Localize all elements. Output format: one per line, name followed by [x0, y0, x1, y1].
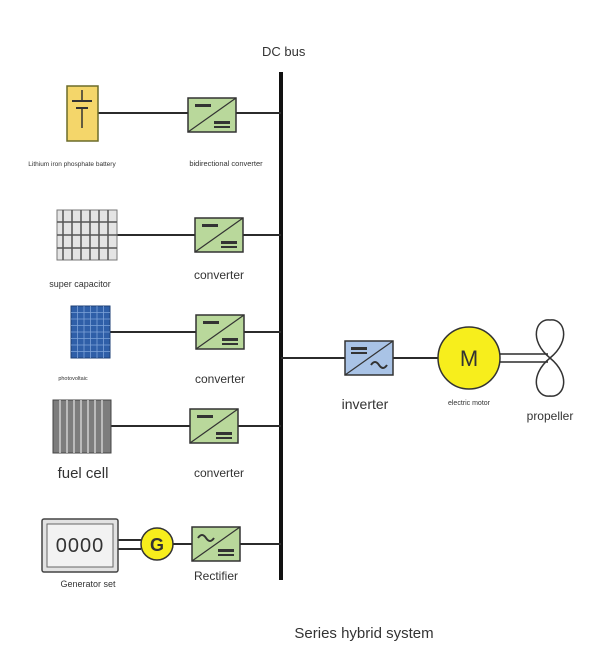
dc-bus-label: DC bus — [262, 44, 306, 59]
fuel-cell-converter-icon — [189, 408, 239, 444]
generator-set-label: Generator set — [60, 579, 116, 589]
photovoltaic-panel-icon — [70, 305, 111, 359]
fuel-cell-converter-label: converter — [194, 466, 244, 480]
pv-converter-label: converter — [195, 372, 245, 386]
propeller-label: propeller — [527, 409, 574, 423]
rectifier-icon — [191, 526, 241, 562]
photovoltaic-label: photovoltaic — [58, 376, 88, 382]
bidirectional-converter-icon — [187, 97, 237, 133]
super-capacitor-icon — [56, 209, 118, 261]
rectifier-label: Rectifier — [194, 569, 238, 583]
motor-symbol: M — [460, 346, 478, 371]
fuel-cell-icon — [52, 399, 112, 454]
capacitor-converter-icon — [194, 217, 244, 253]
diagram-caption: Series hybrid system — [294, 625, 433, 642]
bidirectional-converter-label: bidirectional converter — [189, 159, 263, 168]
battery-label: Lithium iron phosphate battery — [28, 161, 116, 168]
inverter-icon — [344, 340, 394, 376]
generator-set-digits: 0000 — [56, 535, 105, 557]
battery-icon — [66, 85, 99, 142]
super-capacitor-label: super capacitor — [49, 279, 111, 289]
fuel-cell-label: fuel cell — [58, 465, 109, 482]
electric-motor-icon — [437, 326, 501, 390]
generator-symbol: G — [150, 535, 164, 555]
propeller-icon — [535, 319, 565, 397]
generator-g-icon — [140, 527, 174, 561]
pv-converter-icon — [195, 314, 245, 350]
inverter-label: inverter — [342, 396, 389, 412]
generator-set-icon — [41, 518, 119, 573]
capacitor-converter-label: converter — [194, 268, 244, 282]
electric-motor-label: electric motor — [448, 400, 491, 407]
